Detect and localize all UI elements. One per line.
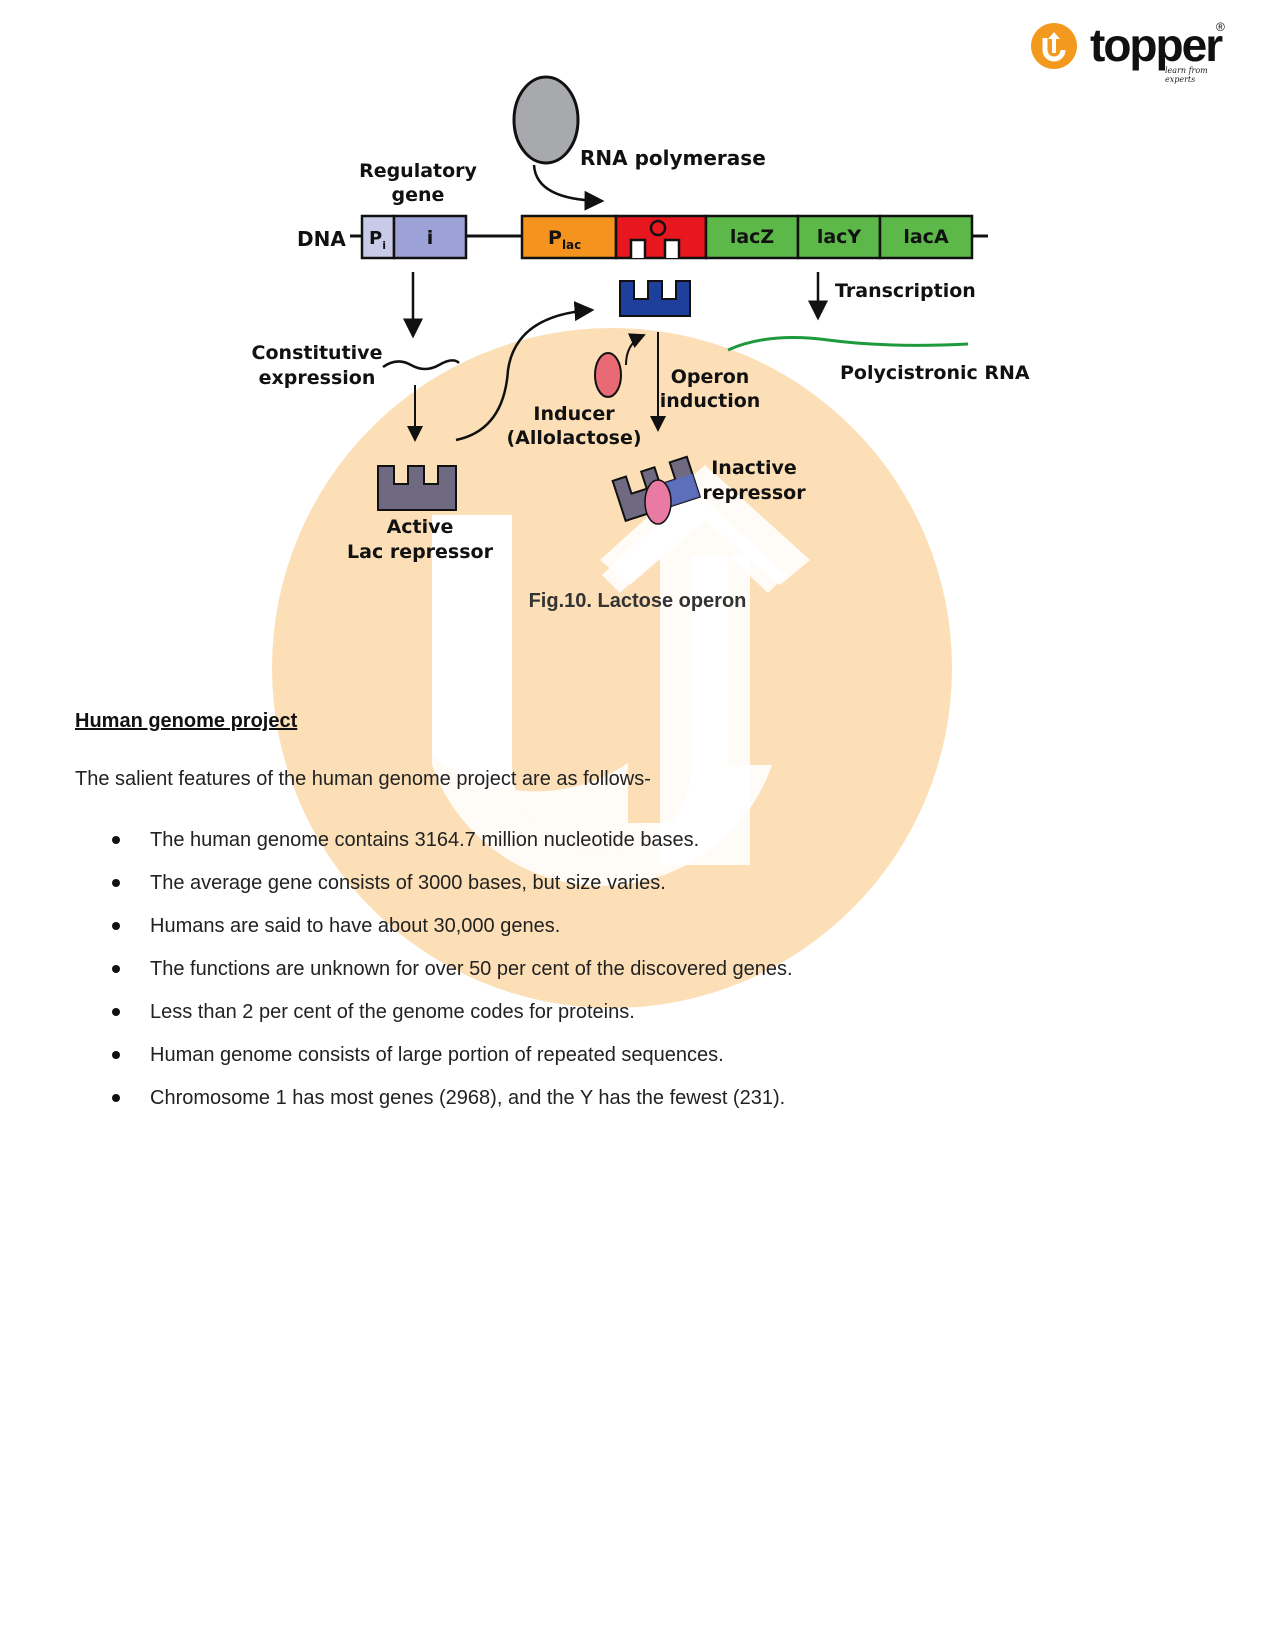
registered-mark: ® bbox=[1216, 20, 1225, 34]
list-item: Humans are said to have about 30,000 gen… bbox=[110, 908, 793, 951]
constitutive-label-1: Constitutive bbox=[252, 342, 383, 364]
dna-label: DNA bbox=[297, 227, 346, 251]
plac-box bbox=[520, 214, 618, 260]
operon-induction-label-1: Operon bbox=[671, 366, 750, 388]
section-intro: The salient features of the human genome… bbox=[75, 768, 651, 790]
mrna-squiggle bbox=[382, 359, 460, 371]
list-item: Chromosome 1 has most genes (2968), and … bbox=[110, 1080, 793, 1123]
lacy-box bbox=[796, 214, 882, 260]
constitutive-label-2: expression bbox=[259, 367, 376, 389]
bound-inducer bbox=[644, 479, 672, 525]
polycistronic-rna-label: Polycistronic RNA bbox=[840, 362, 1030, 384]
laca-box bbox=[878, 214, 974, 260]
operator-o-mark bbox=[649, 219, 667, 237]
active-repressor-label-2: Lac repressor bbox=[347, 541, 494, 563]
active-repressor bbox=[377, 465, 457, 511]
lacz-label: lacZ bbox=[730, 226, 774, 248]
operon-induction-label-2: induction bbox=[660, 390, 761, 412]
plac-label: Plac bbox=[548, 227, 581, 252]
active-repressor-label-1: Active bbox=[387, 516, 454, 538]
transcription-label: Transcription bbox=[835, 280, 976, 302]
topper-logo: topper ® learn from experts bbox=[1030, 18, 1230, 84]
section-title: Human genome project bbox=[75, 710, 298, 732]
polymerase-arrow bbox=[532, 164, 605, 211]
list-item: The average gene consists of 3000 bases,… bbox=[110, 865, 793, 908]
list-item: Less than 2 per cent of the genome codes… bbox=[110, 994, 793, 1037]
inducer-label-1: Inducer bbox=[533, 403, 615, 425]
rna-polymerase-shape bbox=[512, 75, 580, 165]
polycistronic-rna-strand bbox=[727, 336, 969, 352]
laca-label: lacA bbox=[903, 226, 949, 248]
topper-logo-icon bbox=[1031, 23, 1077, 69]
repressor-binding-arrow bbox=[455, 301, 595, 442]
pi-label: Pi bbox=[369, 228, 386, 252]
lacz-box bbox=[704, 214, 800, 260]
i-gene-box bbox=[392, 214, 468, 260]
inducer-arrow bbox=[625, 333, 646, 366]
lac-operon-diagram: RNA polymerase Regulatory gene DNA Pi i … bbox=[252, 75, 1030, 563]
list-item: Human genome consists of large portion o… bbox=[110, 1037, 793, 1080]
logo-wordmark: topper bbox=[1090, 19, 1223, 71]
inducer-label-2: (Allolactose) bbox=[506, 427, 641, 449]
regulatory-gene-label-2: gene bbox=[392, 184, 445, 206]
inactive-repressor-label-1: Inactive bbox=[711, 457, 797, 479]
list-item: The functions are unknown for over 50 pe… bbox=[110, 951, 793, 994]
features-list: The human genome contains 3164.7 million… bbox=[110, 822, 793, 1123]
figure-caption: Fig.10. Lactose operon bbox=[528, 590, 747, 612]
inactive-repressor-label-2: repressor bbox=[702, 482, 806, 504]
regulatory-gene-label-1: Regulatory bbox=[359, 160, 477, 182]
i-gene-label: i bbox=[427, 227, 434, 249]
lacy-label: lacY bbox=[817, 226, 862, 248]
bound-repressor bbox=[619, 280, 691, 317]
list-item: The human genome contains 3164.7 million… bbox=[110, 822, 793, 865]
inducer-molecule bbox=[594, 352, 622, 398]
logo-tagline: learn from experts bbox=[1165, 66, 1208, 84]
rna-polymerase-label: RNA polymerase bbox=[580, 146, 766, 170]
